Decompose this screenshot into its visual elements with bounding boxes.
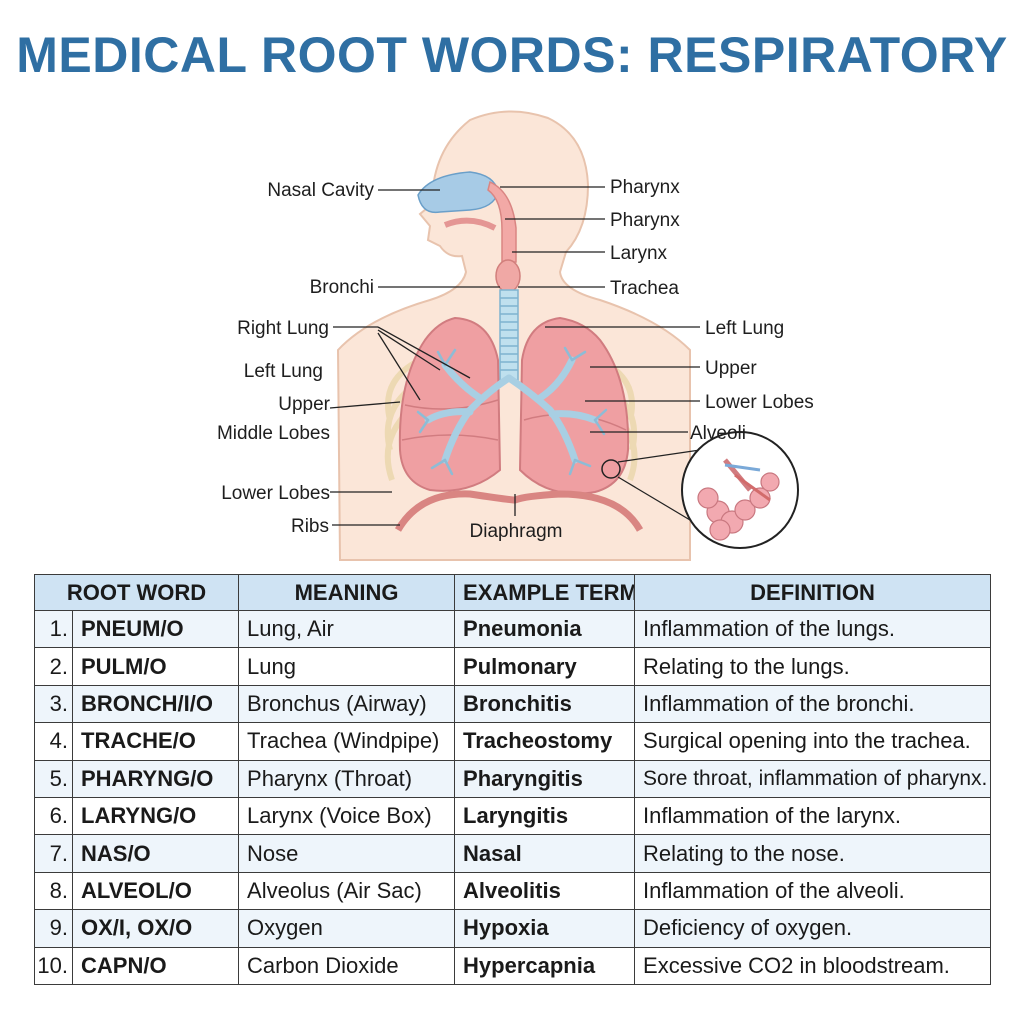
label-bronchi: Bronchi <box>310 277 374 298</box>
definition-cell: Excessive CO2 in bloodstream. <box>634 946 992 985</box>
leader-lines <box>329 186 700 526</box>
row-number: 4. <box>34 722 73 761</box>
example-term-cell: Tracheostomy <box>454 722 636 761</box>
label-nasal-cavity: Nasal Cavity <box>267 180 374 201</box>
example-term-cell: Laryngitis <box>454 796 636 836</box>
row-number: 3. <box>34 684 73 724</box>
page-title: MEDICAL ROOT WORDS: RESPIRATORY <box>16 27 1008 83</box>
label-left-lung-right: Left Lung <box>705 318 784 339</box>
pharynx-shape <box>487 180 517 263</box>
table-row: 4. TRACHE/O Trachea (Windpipe) Tracheost… <box>34 722 992 761</box>
definition-cell: Inflammation of the lungs. <box>634 609 992 649</box>
example-term-cell: Hypercapnia <box>454 946 636 985</box>
example-term-cell: Bronchitis <box>454 684 636 724</box>
definition-cell: Relating to the nose. <box>634 834 992 873</box>
table-row: 8. ALVEOL/O Alveolus (Air Sac) Alveoliti… <box>34 871 992 911</box>
row-number: 5. <box>34 759 73 798</box>
label-upper-right: Upper <box>705 358 757 379</box>
label-right-lung: Right Lung <box>237 318 329 339</box>
header-meaning: MEANING <box>238 574 456 611</box>
label-pharynx-1: Pharynx <box>610 177 680 198</box>
label-upper-left: Upper <box>278 394 330 415</box>
meaning-cell: Pharynx (Throat) <box>238 759 456 798</box>
root-words-table: ROOT WORD MEANING EXAMPLE TERM DEFINITIO… <box>33 574 992 985</box>
label-alveoli: Alveoli <box>690 423 746 444</box>
table-row: 10. CAPN/O Carbon Dioxide Hypercapnia Ex… <box>34 946 992 985</box>
root-word-cell: PNEUM/O <box>71 609 240 649</box>
table-row: 5. PHARYNG/O Pharynx (Throat) Pharyngiti… <box>34 759 992 798</box>
definition-cell: Inflammation of the bronchi. <box>634 684 992 724</box>
example-term-cell: Pulmonary <box>454 647 636 686</box>
meaning-cell: Carbon Dioxide <box>238 946 456 985</box>
label-larynx: Larynx <box>610 243 668 264</box>
meaning-cell: Oxygen <box>238 909 456 948</box>
meaning-cell: Lung <box>238 647 456 686</box>
label-trachea: Trachea <box>610 278 679 299</box>
left-lung-shape <box>518 316 630 495</box>
root-word-cell: NAS/O <box>71 834 240 873</box>
example-term-cell: Hypoxia <box>454 909 636 948</box>
label-lower-lobes-right: Lower Lobes <box>705 392 814 413</box>
example-term-cell: Nasal <box>454 834 636 873</box>
root-words-table-container: ROOT WORD MEANING EXAMPLE TERM DEFINITIO… <box>33 574 992 985</box>
root-word-cell: TRACHE/O <box>71 722 240 761</box>
header-definition: DEFINITION <box>634 574 992 611</box>
respiratory-diagram: Nasal Cavity Pharynx Pharynx Larynx Bron… <box>217 110 814 561</box>
row-number: 9. <box>34 909 73 948</box>
header-example-term: EXAMPLE TERM <box>454 574 636 611</box>
trachea-shape <box>499 289 519 381</box>
table-row: 9. OX/I, OX/O Oxygen Hypoxia Deficiency … <box>34 909 992 948</box>
root-word-cell: PHARYNG/O <box>71 759 240 798</box>
row-number: 10. <box>34 946 73 985</box>
nasal-cavity-shape <box>417 171 499 214</box>
root-word-cell: PULM/O <box>71 647 240 686</box>
header-root-word: ROOT WORD <box>33 574 240 611</box>
row-number: 2. <box>34 647 73 686</box>
label-left-lung-left: Left Lung <box>244 361 323 382</box>
root-word-cell: OX/I, OX/O <box>71 909 240 948</box>
meaning-cell: Lung, Air <box>238 609 456 649</box>
table-row: 6. LARYNG/O Larynx (Voice Box) Laryngiti… <box>34 796 992 836</box>
root-word-cell: LARYNG/O <box>71 796 240 836</box>
table-row: 3. BRONCH/I/O Bronchus (Airway) Bronchit… <box>34 684 992 724</box>
definition-cell: Deficiency of oxygen. <box>634 909 992 948</box>
example-term-cell: Pharyngitis <box>454 759 636 798</box>
table-header-row: ROOT WORD MEANING EXAMPLE TERM DEFINITIO… <box>33 574 992 611</box>
row-number: 1. <box>34 609 73 649</box>
example-term-cell: Pneumonia <box>454 609 636 649</box>
meaning-cell: Alveolus (Air Sac) <box>238 871 456 911</box>
root-word-cell: BRONCH/I/O <box>71 684 240 724</box>
meaning-cell: Bronchus (Airway) <box>238 684 456 724</box>
label-lower-lobes-left: Lower Lobes <box>221 483 330 504</box>
definition-cell: Inflammation of the larynx. <box>634 796 992 836</box>
meaning-cell: Nose <box>238 834 456 873</box>
row-number: 7. <box>34 834 73 873</box>
definition-cell: Surgical opening into the trachea. <box>634 722 992 761</box>
table-row: 2. PULM/O Lung Pulmonary Relating to the… <box>34 647 992 686</box>
definition-cell: Inflammation of the alveoli. <box>634 871 992 911</box>
alveoli-inset <box>601 431 799 549</box>
meaning-cell: Larynx (Voice Box) <box>238 796 456 836</box>
example-term-cell: Alveolitis <box>454 871 636 911</box>
root-word-cell: CAPN/O <box>71 946 240 985</box>
row-number: 8. <box>34 871 73 911</box>
bronchi-shape <box>424 356 599 464</box>
definition-cell: Relating to the lungs. <box>634 647 992 686</box>
label-pharynx-2: Pharynx <box>610 210 680 231</box>
table-row: 1. PNEUM/O Lung, Air Pneumonia Inflammat… <box>34 609 992 649</box>
row-number: 6. <box>34 796 73 836</box>
label-diaphragm: Diaphragm <box>470 521 563 542</box>
right-lung-shape <box>398 316 502 492</box>
root-word-cell: ALVEOL/O <box>71 871 240 911</box>
label-middle-lobes: Middle Lobes <box>217 423 330 444</box>
label-ribs: Ribs <box>291 516 329 537</box>
definition-cell: Sore throat, inflammation of pharynx. <box>634 759 992 798</box>
table-row: 7. NAS/O Nose Nasal Relating to the nose… <box>34 834 992 873</box>
meaning-cell: Trachea (Windpipe) <box>238 722 456 761</box>
